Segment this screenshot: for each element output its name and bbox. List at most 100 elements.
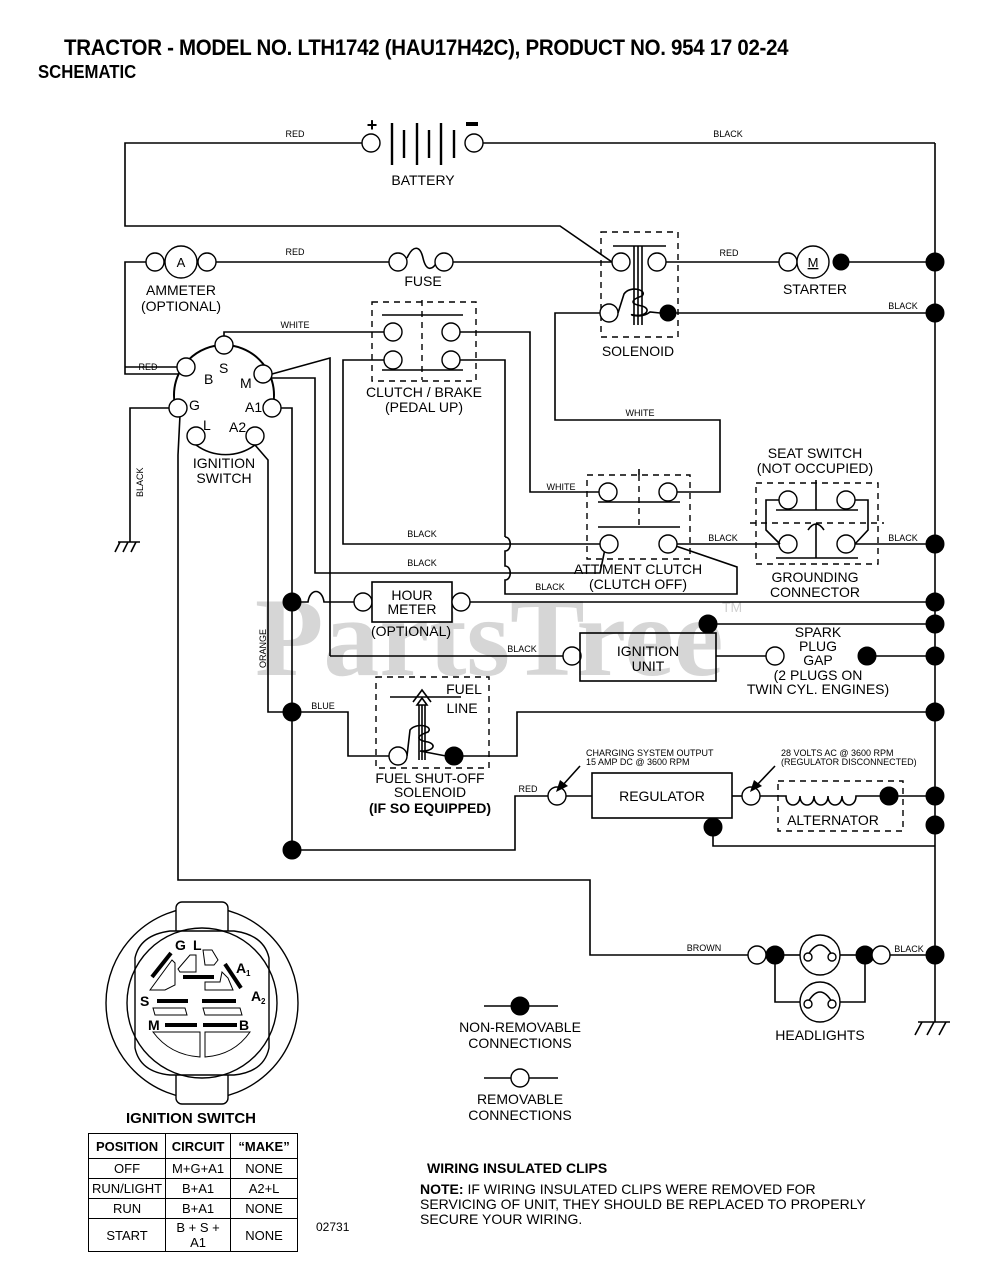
schematic-label: TWIN CYL. ENGINES) bbox=[747, 681, 889, 697]
schematic-label: GROUNDING bbox=[771, 569, 858, 585]
wire-segment bbox=[463, 711, 935, 757]
wire-segment bbox=[840, 955, 866, 1003]
connection-terminal bbox=[441, 322, 461, 342]
wire-segment bbox=[504, 536, 738, 595]
chassis-ground-icon bbox=[114, 541, 140, 553]
terminal-m bbox=[253, 364, 273, 384]
schematic-label: A bbox=[236, 960, 246, 976]
wire-segment bbox=[755, 765, 776, 787]
wire-segment bbox=[460, 331, 606, 493]
battery-positive-terminal bbox=[361, 133, 381, 153]
wire-segment bbox=[406, 247, 438, 270]
wire-segment bbox=[586, 474, 691, 560]
schematic-label: L bbox=[193, 937, 202, 953]
minus-icon bbox=[466, 122, 478, 126]
ground-junction bbox=[925, 303, 945, 323]
connection-terminal bbox=[765, 646, 785, 666]
schematic-label: ATT'MENT CLUTCH bbox=[574, 561, 702, 577]
schematic-label: (REGULATOR DISCONNECTED) bbox=[781, 757, 917, 767]
frame-ground-icon bbox=[914, 1021, 950, 1036]
wire-label: WHITE bbox=[547, 482, 576, 492]
connection-terminal bbox=[836, 534, 856, 554]
connection-terminal bbox=[383, 350, 403, 370]
schematic-label: (2 PLUGS ON bbox=[774, 667, 863, 683]
connection-terminal bbox=[383, 322, 403, 342]
schematic-label: GAP bbox=[803, 652, 833, 668]
schematic-label: REMOVABLE bbox=[477, 1091, 563, 1107]
ignition-unit: IGNITION UNIT bbox=[562, 632, 717, 682]
table-cell: RUN/LIGHT bbox=[87, 1178, 167, 1199]
wire-segment bbox=[914, 1021, 923, 1036]
regulator-label: REGULATOR bbox=[619, 788, 705, 804]
plus-icon: + bbox=[367, 115, 378, 135]
wire-segment bbox=[130, 541, 137, 553]
wire-segment bbox=[371, 301, 477, 382]
schematic-label: A bbox=[251, 988, 261, 1004]
table-cell: B + S + A1 bbox=[165, 1218, 232, 1252]
schematic-label: FUEL SHUT-OFF bbox=[375, 770, 484, 786]
wire-label: BLUE bbox=[311, 701, 335, 711]
wire-segment bbox=[195, 444, 256, 456]
wire-segment bbox=[223, 331, 384, 345]
headlights-label: HEADLIGHTS bbox=[775, 1027, 864, 1043]
headlights: HEADLIGHTS bbox=[747, 934, 891, 1043]
schematic-label: B bbox=[239, 1017, 249, 1033]
wire-label: RED bbox=[719, 248, 739, 258]
schematic-label: SOLENOID bbox=[394, 784, 466, 800]
wire-segment bbox=[807, 991, 833, 1003]
ignition-switch-table: POSITION CIRCUIT “MAKE” OFF M+G+A1 NONE … bbox=[87, 1133, 299, 1252]
schematic-label: NON-REMOVABLE bbox=[459, 1019, 581, 1035]
wire-label: BLACK bbox=[713, 129, 743, 139]
table-cell: RUN bbox=[87, 1198, 167, 1219]
connection-terminal bbox=[658, 482, 678, 502]
table-cell: START bbox=[87, 1218, 167, 1252]
fuse-label: FUSE bbox=[404, 273, 441, 289]
battery-label: BATTERY bbox=[391, 172, 455, 188]
connection-terminal bbox=[778, 534, 798, 554]
schematic-label: (IF SO EQUIPPED) bbox=[369, 800, 491, 816]
wire-segment bbox=[561, 765, 581, 787]
wire-segment bbox=[292, 795, 549, 851]
connection-terminal bbox=[803, 952, 813, 962]
battery-positive-wire bbox=[124, 142, 613, 263]
note-text: IF WIRING INSULATED CLIPS WERE REMOVED F… bbox=[420, 1181, 866, 1227]
connection-terminal bbox=[126, 927, 278, 1079]
ground-junction bbox=[925, 534, 945, 554]
schematic-label: (NOT OCCUPIED) bbox=[757, 460, 873, 476]
ignition-switch: B S M G A1 L A2 IGNITION SWITCH bbox=[168, 335, 282, 620]
wire-label: BLACK bbox=[407, 529, 437, 539]
schematic-label: CHARGING SYSTEM OUTPUT bbox=[586, 748, 714, 758]
connection-terminal bbox=[353, 592, 373, 612]
schematic-label: PLUG bbox=[799, 638, 837, 654]
connection-terminal bbox=[451, 592, 471, 612]
connection-terminal bbox=[857, 646, 877, 666]
wire-segment bbox=[254, 444, 292, 713]
solenoid-label: SOLENOID bbox=[602, 343, 674, 359]
wire-segment bbox=[554, 312, 721, 493]
schematic-label: M bbox=[240, 375, 252, 391]
wire-segment bbox=[617, 288, 661, 317]
schematic-label: (OPTIONAL) bbox=[371, 623, 451, 639]
ground-junction bbox=[925, 945, 945, 965]
table-cell: B+A1 bbox=[165, 1178, 232, 1199]
wire-segment bbox=[556, 780, 568, 792]
wire-label: RED bbox=[518, 784, 538, 794]
connection-terminal bbox=[145, 252, 165, 272]
wire-label: BLACK bbox=[894, 944, 924, 954]
alternator: 28 VOLTS AC @ 3600 RPM (REGULATOR DISCON… bbox=[741, 748, 917, 832]
non-removable-connection-icon bbox=[510, 996, 530, 1016]
terminal-s bbox=[214, 335, 234, 355]
wire-segment bbox=[854, 499, 869, 545]
connection-terminal bbox=[879, 786, 899, 806]
connection-terminal bbox=[871, 945, 891, 965]
wire-label: BROWN bbox=[687, 943, 722, 953]
connection-terminal bbox=[388, 746, 408, 766]
terminal-a1 bbox=[262, 398, 282, 418]
wire-segment bbox=[149, 949, 251, 1058]
connection-terminal bbox=[562, 646, 582, 666]
wire-label: BLACK bbox=[888, 301, 918, 311]
column-header: CIRCUIT bbox=[165, 1133, 232, 1159]
connection-terminal bbox=[599, 303, 619, 323]
ground-junction bbox=[925, 592, 945, 612]
wire-segment bbox=[777, 780, 904, 832]
